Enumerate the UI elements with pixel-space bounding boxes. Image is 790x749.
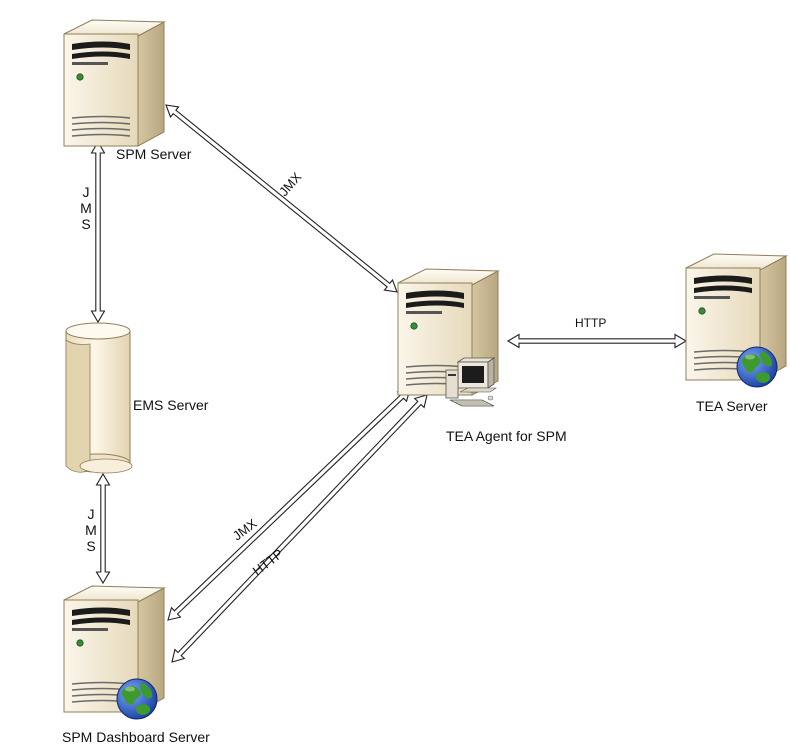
spm-server-icon [63, 19, 165, 147]
arrow-ems-to-dashboard [95, 472, 111, 585]
arrow-spm-to-ems [90, 140, 106, 324]
arrow-agent-to-tea [506, 333, 688, 349]
arrow-spm-to-agent [165, 104, 398, 293]
arrow-dashboard-agent-jmx [167, 388, 411, 621]
connection-label-spm-ems: JMS [80, 184, 92, 232]
globe-icon [736, 346, 778, 388]
connection-label-agent-tea: HTTP [575, 316, 606, 330]
arrow-dashboard-agent-http [171, 394, 428, 663]
spm-server-label: SPM Server [116, 146, 192, 162]
connection-layer [90, 104, 688, 663]
connection-label-dashboard-agent-http: HTTP [250, 546, 286, 578]
spm-dashboard-server-label: SPM Dashboard Server [62, 729, 210, 745]
tea-agent-label: TEA Agent for SPM [446, 428, 567, 444]
ems-server-label: EMS Server [133, 397, 209, 413]
connection-label-ems-dashboard: JMS [85, 506, 97, 554]
tea-server-label: TEA Server [696, 398, 768, 414]
globe-icon [116, 678, 158, 720]
ems-server-icon [65, 322, 133, 474]
